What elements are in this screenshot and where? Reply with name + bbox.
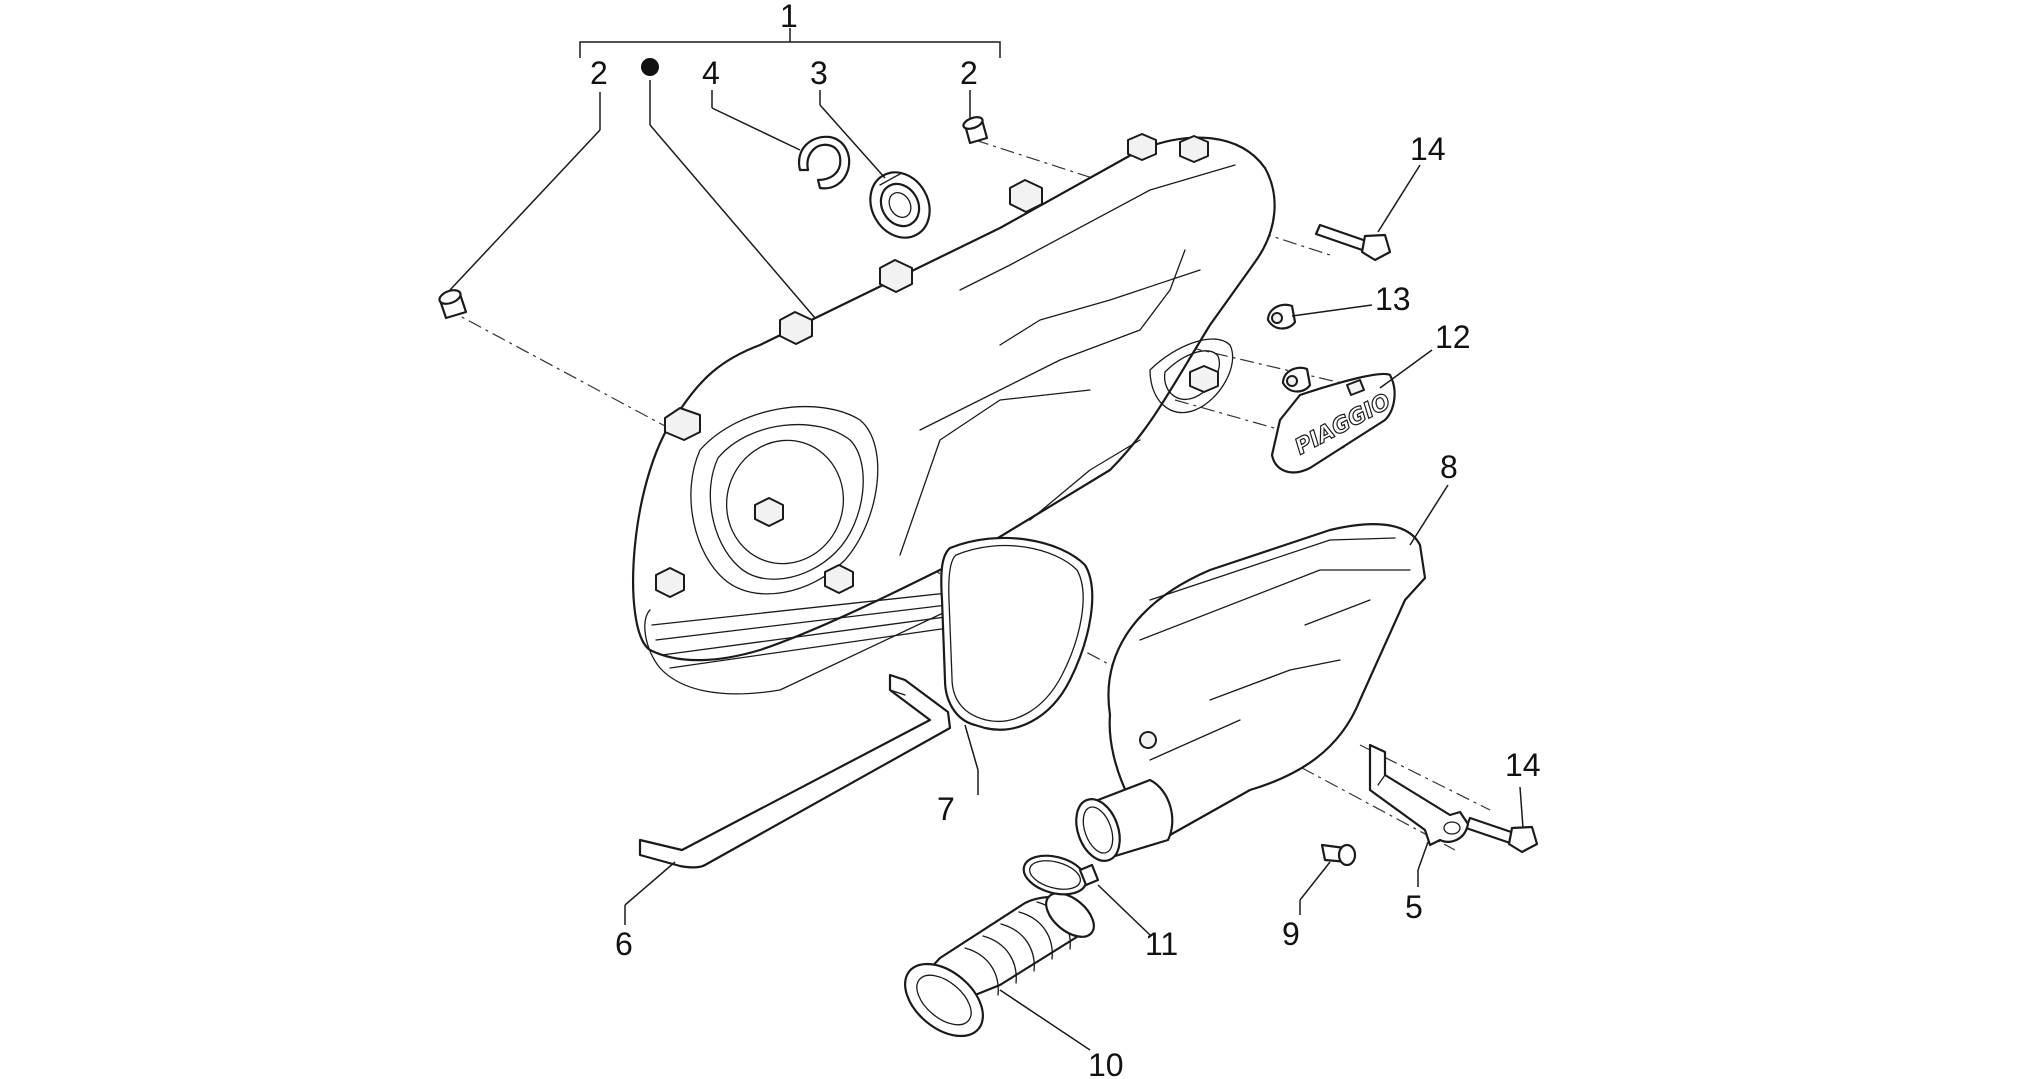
callout-4: 4 <box>702 55 720 91</box>
callout-7: 7 <box>937 791 955 827</box>
bolts <box>1314 223 1539 854</box>
cover-gasket <box>940 536 1094 731</box>
bearing <box>869 171 931 239</box>
callout-9: 9 <box>1282 916 1300 952</box>
callout-10: 10 <box>1088 1047 1124 1079</box>
callout-5: 5 <box>1405 889 1423 925</box>
callout-12: 12 <box>1435 319 1471 355</box>
assembly-bullet <box>641 58 659 76</box>
intake-cover <box>1075 523 1427 862</box>
hose-clamp <box>1022 854 1100 896</box>
callout-14-top: 14 <box>1410 131 1446 167</box>
bracket <box>1368 743 1470 847</box>
callout-1: 1 <box>780 0 798 34</box>
leader-lines <box>449 80 1524 1051</box>
callout-14-bottom: 14 <box>1505 747 1541 783</box>
callout-11: 11 <box>1145 926 1178 962</box>
callout-8: 8 <box>1440 449 1458 485</box>
callout-2-left: 2 <box>590 55 608 91</box>
callout-13: 13 <box>1375 281 1411 317</box>
transmission-cover <box>632 133 1276 695</box>
grommets <box>1266 303 1312 393</box>
callout-3: 3 <box>810 55 828 91</box>
circlip <box>797 135 851 190</box>
seal-strip <box>638 673 952 869</box>
callout-labels: 1 2 4 3 2 14 13 12 8 14 7 6 11 9 5 10 <box>590 0 1541 1079</box>
dowel-pins <box>438 116 989 320</box>
callout-6: 6 <box>615 926 633 962</box>
group-bracket <box>579 28 1001 58</box>
callout-2-right: 2 <box>960 55 978 91</box>
bellows-hose <box>904 892 1095 1038</box>
screw <box>1320 843 1357 867</box>
